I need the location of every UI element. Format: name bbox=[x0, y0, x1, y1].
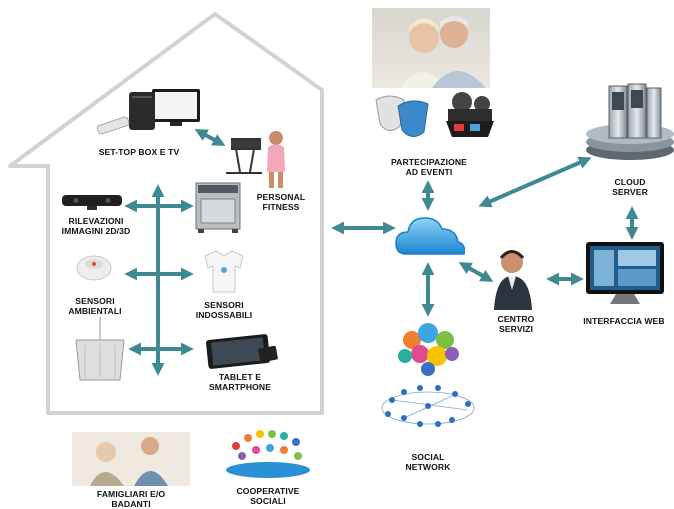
cloud-icon bbox=[395, 217, 466, 255]
remote-icon bbox=[96, 116, 130, 135]
arrow-cloud-server bbox=[478, 156, 592, 208]
theatre-masks-icon bbox=[375, 95, 429, 137]
label-line: INDOSSABILI bbox=[195, 310, 253, 320]
label-line: SERVER bbox=[612, 187, 648, 197]
operator-icon bbox=[494, 250, 532, 310]
label-line: COOPERATIVE bbox=[236, 486, 300, 496]
cinema-icon bbox=[446, 92, 494, 137]
label-interfaccia-web: INTERFACCIA WEB bbox=[574, 316, 674, 326]
arrow-settop-fitness bbox=[194, 129, 226, 146]
label-line: SET-TOP BOX E TV bbox=[98, 147, 180, 157]
label-line: SMARTPHONE bbox=[208, 382, 272, 392]
label-line: BADANTI bbox=[111, 499, 151, 509]
server-icon bbox=[586, 83, 674, 160]
label-sensori-ambientali: SENSORI AMBIENTALI bbox=[56, 296, 134, 316]
house-outline bbox=[8, 12, 324, 415]
label-line: SOCIALI bbox=[250, 496, 286, 506]
arrows bbox=[124, 129, 639, 376]
woman-icon bbox=[267, 131, 285, 188]
wearable-shirt-icon bbox=[204, 250, 244, 293]
label-line: INTERFACCIA WEB bbox=[583, 316, 665, 326]
label-line: SENSORI bbox=[75, 296, 115, 306]
label-sensori-indossabili: SENSORI INDOSSABILI bbox=[182, 300, 266, 320]
people-nodes bbox=[385, 385, 471, 427]
label-line: CENTRO bbox=[497, 314, 535, 324]
arrow-cloud-centro bbox=[458, 262, 494, 282]
set-top-box-icon bbox=[129, 92, 155, 130]
label-line: NETWORK bbox=[405, 462, 451, 472]
label-line: FITNESS bbox=[262, 202, 300, 212]
label-social-network: SOCIAL NETWORK bbox=[396, 452, 460, 472]
label-rilevazioni: RILEVAZIONI IMMAGINI 2D/3D bbox=[52, 216, 140, 236]
social-bubbles-icon bbox=[398, 323, 459, 376]
label-line: AMBIENTALI bbox=[68, 306, 122, 316]
kinect-sensor-icon bbox=[62, 195, 122, 210]
label-centro-servizi: CENTRO SERVIZI bbox=[486, 314, 546, 334]
label-famigliari: FAMIGLIARI E/O BADANTI bbox=[76, 489, 186, 509]
label-line: SENSORI bbox=[204, 300, 244, 310]
caregiver-photo bbox=[72, 432, 190, 486]
label-line: SOCIAL bbox=[411, 452, 445, 462]
cooperative-people-icon bbox=[226, 430, 310, 478]
label-tablet: TABLET E SMARTPHONE bbox=[198, 372, 282, 392]
label-line: TABLET E bbox=[218, 372, 262, 382]
label-settop: SET-TOP BOX E TV bbox=[78, 147, 200, 157]
label-line: RILEVAZIONI bbox=[68, 216, 124, 226]
treadmill-icon bbox=[226, 138, 262, 174]
label-line: SERVIZI bbox=[499, 324, 533, 334]
label-cloud-server: CLOUD SERVER bbox=[604, 177, 656, 197]
lamp-icon bbox=[75, 317, 125, 381]
label-line: PARTECIPAZIONE bbox=[390, 157, 468, 167]
tv-icon bbox=[152, 89, 200, 126]
label-partecipazione: PARTECIPAZIONE AD EVENTI bbox=[382, 157, 476, 177]
smoke-detector-icon bbox=[76, 255, 112, 281]
elderly-couple-photo bbox=[372, 8, 490, 88]
label-personal-fitness: PERSONAL FITNESS bbox=[246, 192, 316, 212]
label-line: PERSONAL bbox=[256, 192, 306, 202]
label-line: FAMIGLIARI E/O bbox=[96, 489, 166, 499]
monitor-icon bbox=[586, 242, 664, 304]
tablet-icon bbox=[206, 334, 278, 369]
label-line: CLOUD bbox=[614, 177, 646, 187]
stove-icon bbox=[195, 182, 241, 233]
label-line: IMMAGINI 2D/3D bbox=[61, 226, 131, 236]
label-cooperative: COOPERATIVE SOCIALI bbox=[226, 486, 310, 506]
label-line: AD EVENTI bbox=[405, 167, 453, 177]
